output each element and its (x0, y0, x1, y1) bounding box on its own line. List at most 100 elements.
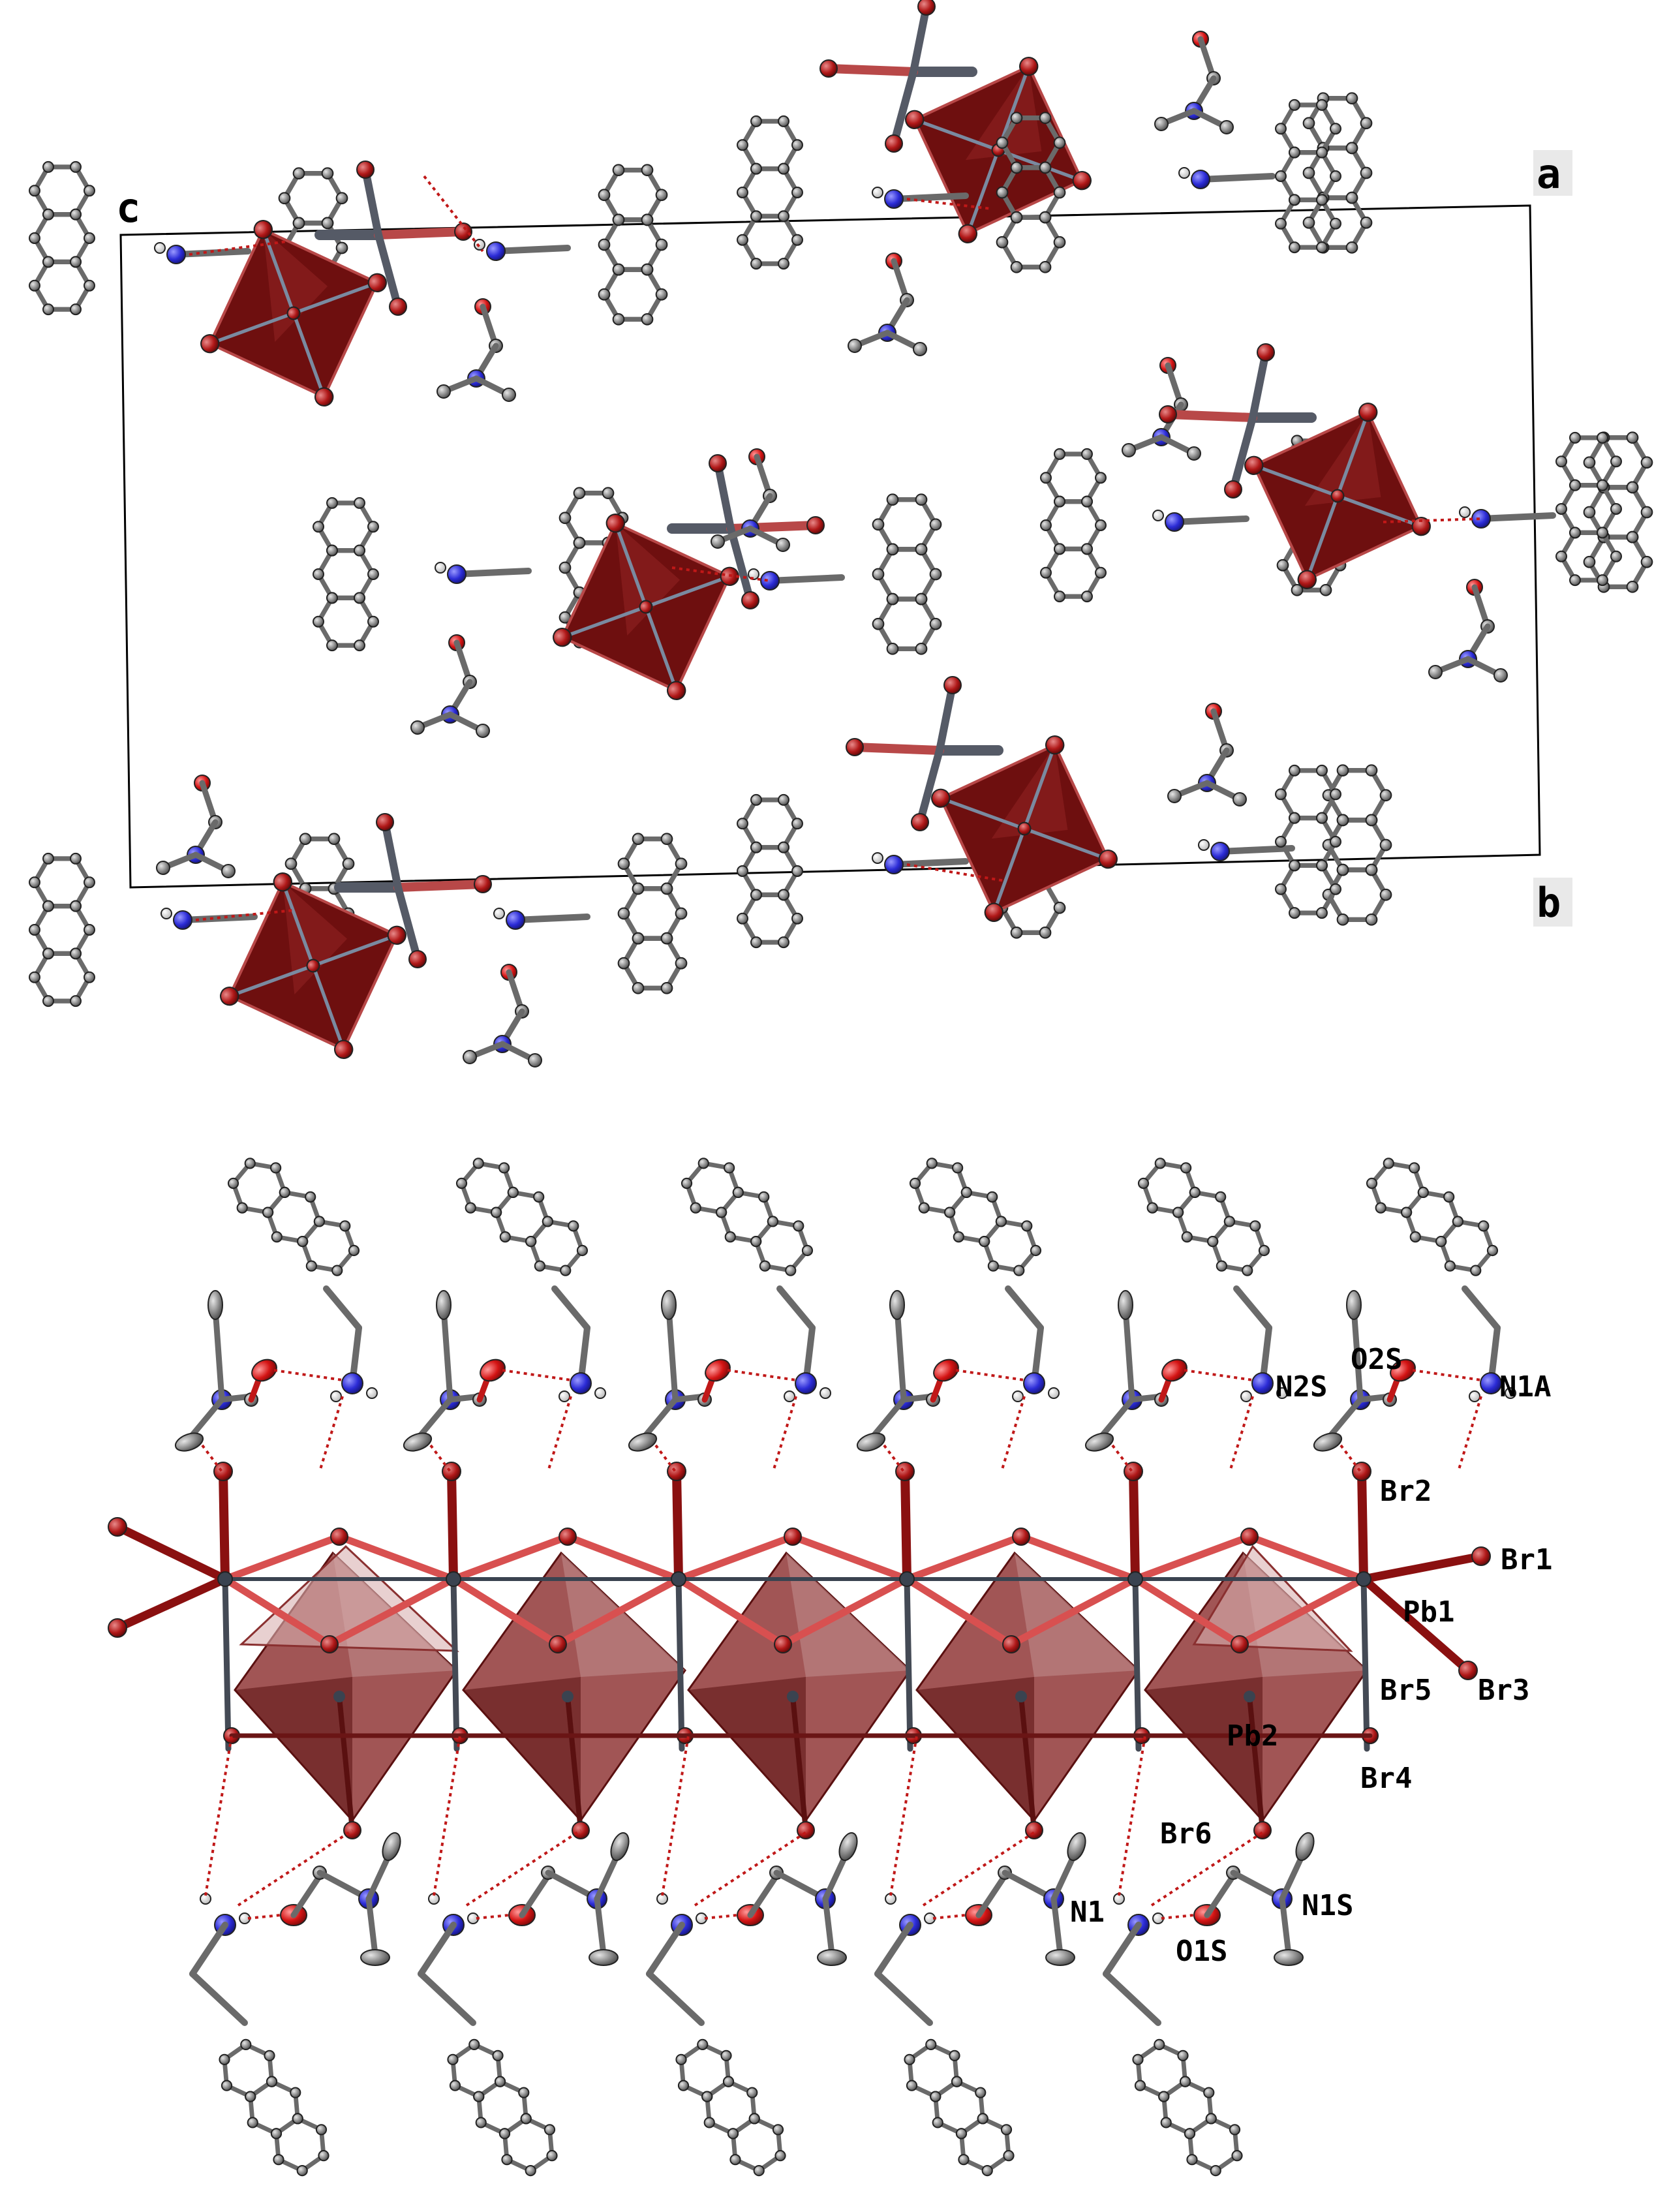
atom-label-o1s: O1S (1176, 1935, 1227, 1968)
hydrogen-bond (502, 1369, 572, 1381)
octahedron-face (1145, 1677, 1263, 1820)
carbon-atom (1583, 456, 1596, 469)
bond (1131, 1533, 1253, 1583)
carbon-atom (701, 2091, 713, 2102)
carbon-atom (1039, 260, 1052, 273)
carbon-atom (729, 2154, 741, 2166)
carbon-atom (70, 161, 82, 173)
carbon-atom (904, 2053, 915, 2065)
bond (394, 883, 421, 963)
carbon-atom (1040, 472, 1052, 484)
carbon-atom (227, 1177, 239, 1190)
atom-label-br5: Br5 (1380, 1674, 1432, 1707)
carbon-atom (979, 1235, 990, 1248)
carbon-atom (750, 1235, 762, 1248)
carbon-atom (1053, 901, 1066, 914)
bond (512, 914, 590, 923)
carbon-atom (1081, 591, 1093, 603)
carbon-atom (612, 213, 625, 226)
bond (639, 1396, 679, 1442)
carbon-atom (1146, 1202, 1158, 1214)
carbon-atom (1181, 1231, 1193, 1243)
hydrogen-atom (1505, 1387, 1516, 1399)
carbon-atom (573, 536, 586, 549)
lead-atom (671, 1571, 686, 1587)
lead-atom (333, 1691, 345, 1702)
oxygen-atom (1161, 1359, 1187, 1382)
carbon-atom (262, 1206, 274, 1218)
carbon-atom (1640, 555, 1653, 568)
hydrogen-bond (694, 1829, 810, 1907)
carbon-atom (886, 543, 899, 556)
carbon-atom (328, 833, 341, 846)
hydrogen-atom (1178, 167, 1190, 179)
carbon-atom (315, 2124, 328, 2136)
carbon-atom (42, 161, 54, 173)
carbon-atom (1401, 1206, 1413, 1218)
carbon-atom (29, 279, 40, 292)
carbon-atom (1134, 2080, 1146, 2091)
hydrogen-bond (906, 863, 1005, 882)
carbon-atom (1555, 503, 1567, 515)
nitrogen-atom (884, 189, 904, 209)
carbon-atom (1366, 1177, 1378, 1190)
atom-label-n2s: N2S (1276, 1370, 1327, 1404)
carbon-atom (326, 497, 338, 509)
bond (1103, 1922, 1142, 1977)
carbon-atom (1360, 117, 1373, 130)
chain-bonds (108, 1462, 1491, 1839)
carbon-atom (70, 947, 82, 960)
carbon-atom (1409, 1162, 1420, 1174)
carbon-atom (793, 1220, 804, 1232)
carbon-atom (1186, 2154, 1198, 2166)
nitrogen-atom (506, 910, 525, 930)
nitrogen-atom (166, 245, 186, 264)
carbon-atom (632, 932, 645, 945)
carbon-atom (1316, 241, 1328, 254)
carbon-atom (1289, 241, 1300, 254)
carbon-atom (951, 2076, 963, 2087)
carbon-atom (354, 544, 365, 557)
carbon-atom (801, 1244, 814, 1257)
carbon-atom (1081, 495, 1093, 508)
bromine-atom (376, 813, 394, 831)
hydrogen-bond (237, 1829, 354, 1907)
carbon-atom (1040, 566, 1052, 579)
bond (891, 858, 969, 868)
carbon-atom (915, 592, 928, 606)
bromine-atom (314, 387, 334, 407)
bromine-atom (709, 454, 727, 472)
carbon-atom (501, 2154, 513, 2166)
bond (1204, 1873, 1236, 1918)
carbon-atom (926, 1158, 938, 1169)
carbon-atom (598, 238, 611, 251)
bond (747, 1873, 780, 1918)
bond (1132, 1576, 1142, 1752)
bond (493, 245, 571, 254)
bond (393, 880, 487, 892)
hydrogen-bond (189, 240, 288, 256)
carbon-atom (1610, 550, 1622, 562)
carbon-atom (1013, 1265, 1025, 1276)
lead-atom (1356, 1571, 1371, 1587)
bromine-atom (741, 591, 759, 609)
bond (646, 1922, 685, 1977)
hydrogen-bond (1383, 517, 1482, 523)
carbon-atom (791, 187, 803, 198)
carbon-atom (1039, 112, 1052, 125)
carbon-atom (791, 818, 803, 830)
nitrogen-atom (795, 1372, 817, 1394)
bond (890, 68, 917, 147)
carbon-atom (958, 2154, 970, 2166)
carbon-atom (326, 544, 338, 557)
bromine-atom (1240, 1528, 1259, 1546)
carbon-atom (915, 543, 928, 556)
carbon-atom (929, 617, 942, 630)
carbon-atom (915, 642, 928, 655)
carbon-atom (84, 876, 95, 889)
carbon-atom (1010, 211, 1023, 224)
carbon-atom (778, 210, 789, 223)
carbon-atom (1189, 1186, 1201, 1199)
bond (1360, 1576, 1370, 1752)
carbon-atom (533, 1191, 545, 1203)
